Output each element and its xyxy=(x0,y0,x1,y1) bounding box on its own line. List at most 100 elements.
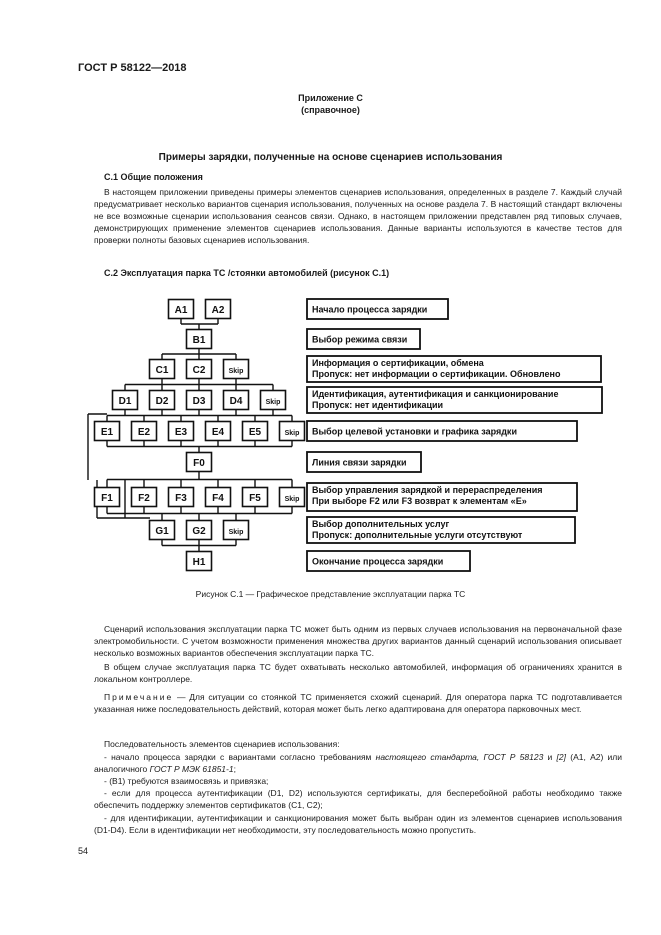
sequence-item-2: - (В1) требуются взаимосвязь и привязка; xyxy=(104,776,269,786)
document-header: ГОСТ Р 58122—2018 xyxy=(78,62,187,74)
stage-label-row6: Линия связи зарядки xyxy=(306,451,422,473)
flow-box-label: Skip xyxy=(229,368,244,375)
stage-label-text: Окончание процесса зарядки xyxy=(312,557,443,567)
flow-box-rect xyxy=(241,420,269,442)
stage-label-text: Линия связи зарядки xyxy=(312,458,407,468)
flow-box-rect xyxy=(167,420,195,442)
flow-box-rect xyxy=(222,519,250,541)
flow-box-skip-row4: Skip xyxy=(259,389,287,411)
stage-label-row9: Окончание процесса зарядки xyxy=(306,550,471,572)
note-label: Примечание xyxy=(104,692,174,702)
annex-title: Приложение С xyxy=(298,93,363,103)
flow-box-rect xyxy=(241,486,269,508)
flow-box-a1-row1: A1 xyxy=(167,298,195,320)
flow-box-label: Skip xyxy=(266,399,281,406)
flow-box-rect xyxy=(204,420,232,442)
item-1-ref-standard: настоящего стандарта, ГОСТ Р 58123 xyxy=(375,752,544,762)
flow-box-label: F5 xyxy=(249,493,261,504)
stage-label-row4: Идентификация, аутентификация и санкцион… xyxy=(306,386,603,414)
flow-box-rect xyxy=(93,486,121,508)
flow-box-c2-row3: C2 xyxy=(185,358,213,380)
flow-box-label: A1 xyxy=(175,305,188,316)
flow-box-label: Skip xyxy=(229,529,244,536)
body-paragraph-1: Сценарий использования эксплуатации парк… xyxy=(94,624,622,658)
flow-box-label: F3 xyxy=(175,493,187,504)
stage-label-frame xyxy=(306,355,602,383)
flow-box-rect xyxy=(167,298,195,320)
flow-box-g2-row8: G2 xyxy=(185,519,213,541)
stage-label-frame xyxy=(306,420,578,442)
flow-box-f4-row7: F4 xyxy=(204,486,232,508)
flow-box-rect xyxy=(148,389,176,411)
stage-label-frame xyxy=(306,550,471,572)
section-c1-body: В настоящем приложении приведены примеры… xyxy=(94,187,622,245)
flow-box-label: E3 xyxy=(175,427,188,438)
note-paragraph: Примечание — Для ситуации со стоянкой ТС… xyxy=(94,691,622,715)
flow-box-d4-row4: D4 xyxy=(222,389,250,411)
flow-box-label: F0 xyxy=(193,458,205,469)
flow-box-rect xyxy=(185,519,213,541)
stage-label-text: Выбор дополнительных услуг xyxy=(312,519,450,529)
stage-label-text: Информация о сертификации, обмена xyxy=(312,358,485,368)
flow-box-label: F1 xyxy=(101,493,113,504)
flow-box-c1-row3: C1 xyxy=(148,358,176,380)
flow-box-g1-row8: G1 xyxy=(148,519,176,541)
section-heading-c1: С.1 Общие положения xyxy=(104,172,203,182)
flow-box-label: E4 xyxy=(212,427,225,438)
flow-box-skip-row5: Skip xyxy=(278,420,306,442)
flow-box-rect xyxy=(185,328,213,350)
figure-caption: Рисунок С.1 — Графическое представление … xyxy=(195,589,466,599)
flow-box-rect xyxy=(185,550,213,572)
item-1-text-c: и xyxy=(543,752,557,762)
flow-box-skip-row8: Skip xyxy=(222,519,250,541)
flow-box-rect xyxy=(259,389,287,411)
flow-box-label: C1 xyxy=(156,365,169,376)
stage-label-frame xyxy=(306,298,449,320)
flow-box-label: Skip xyxy=(285,496,300,503)
stage-label-text: Начало процесса зарядки xyxy=(312,305,427,315)
flow-box-d3-row4: D3 xyxy=(185,389,213,411)
flow-box-label: D2 xyxy=(156,396,169,407)
flow-box-rect xyxy=(185,451,213,473)
flow-box-rect xyxy=(148,519,176,541)
flow-box-label: Skip xyxy=(285,430,300,437)
flow-box-label: C2 xyxy=(193,365,206,376)
flow-box-a2-row1: A2 xyxy=(204,298,232,320)
flow-box-b1-row2: B1 xyxy=(185,328,213,350)
item-1-ref-iec: ГОСТ Р МЭК 61851-1 xyxy=(149,764,234,774)
sequence-item-3: - если для процесса аутентификации (D1, … xyxy=(94,788,622,810)
flow-box-label: E5 xyxy=(249,427,262,438)
flow-box-label: E2 xyxy=(138,427,151,438)
flow-box-rect xyxy=(185,389,213,411)
flow-box-e3-row5: E3 xyxy=(167,420,195,442)
flow-box-rect xyxy=(130,486,158,508)
flow-box-rect xyxy=(222,358,250,380)
flow-box-e4-row5: E4 xyxy=(204,420,232,442)
flow-box-f2-row7: F2 xyxy=(130,486,158,508)
stage-label-text: Пропуск: нет идентификации xyxy=(312,400,443,410)
flow-box-rect xyxy=(204,486,232,508)
item-1-text-a: - начало процесса зарядки с вариантами с… xyxy=(104,752,376,762)
flow-box-d1-row4: D1 xyxy=(111,389,139,411)
flow-box-e1-row5: E1 xyxy=(93,420,121,442)
stage-label-text: Выбор целевой установки и графика зарядк… xyxy=(312,427,517,437)
flow-box-label: G2 xyxy=(192,526,206,537)
sequence-intro: Последовательность элементов сценариев и… xyxy=(104,739,340,749)
flow-box-rect xyxy=(111,389,139,411)
item-1-ref-bib: [2] xyxy=(556,752,566,762)
flow-box-rect xyxy=(278,420,306,442)
section-heading-c2: С.2 Эксплуатация парка ТС /стоянки автом… xyxy=(104,268,390,278)
stage-label-frame xyxy=(306,386,603,414)
note-text: — Для ситуации со стоянкой ТС применяетс… xyxy=(94,692,622,714)
stage-label-frame xyxy=(306,482,578,512)
stage-label-frame xyxy=(306,451,422,473)
stage-label-text: Идентификация, аутентификация и санкцион… xyxy=(312,389,558,399)
flow-box-e5-row5: E5 xyxy=(241,420,269,442)
annex-subtitle: (справочное) xyxy=(301,105,360,115)
stage-label-frame xyxy=(306,328,421,350)
flow-box-rect xyxy=(278,486,306,508)
page-number: 54 xyxy=(78,846,89,856)
stage-label-frame xyxy=(306,516,576,544)
